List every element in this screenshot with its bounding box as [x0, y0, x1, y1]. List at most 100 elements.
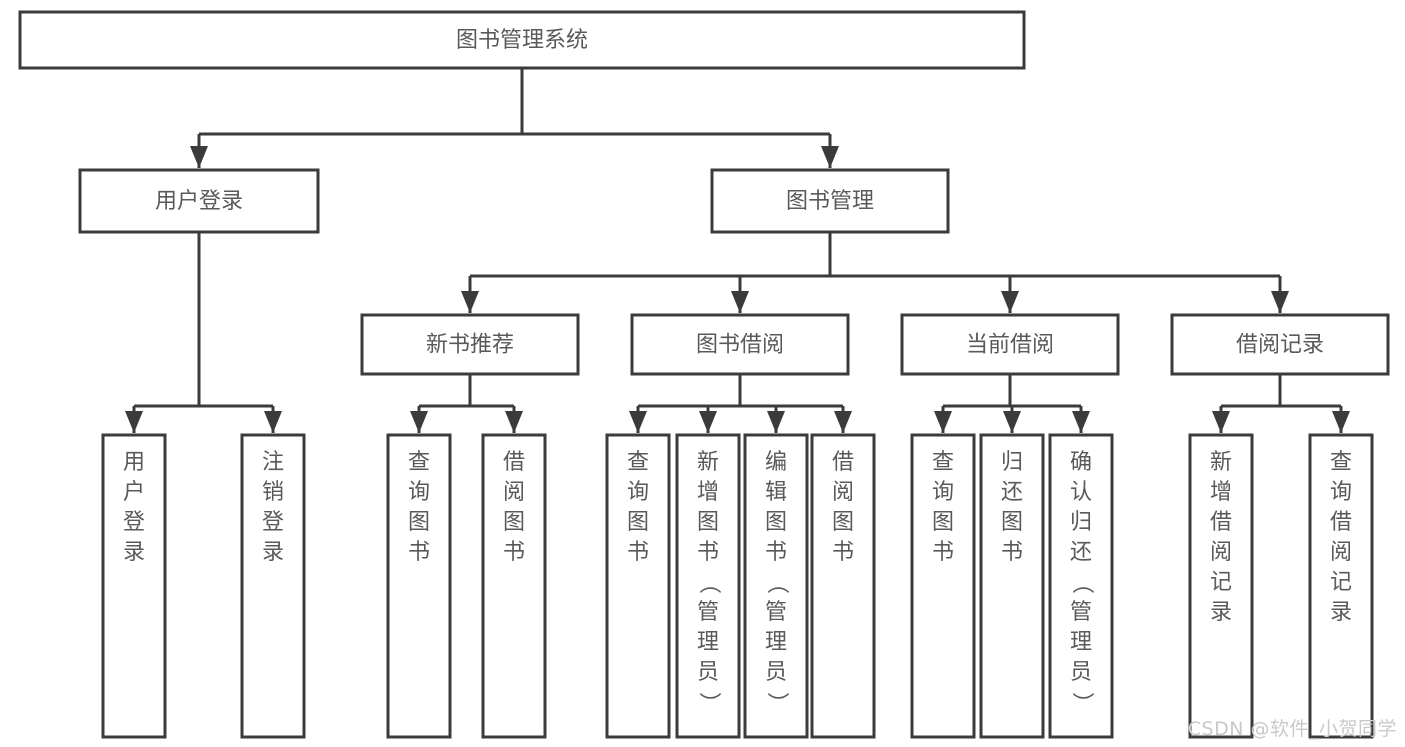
node-box: [675, 433, 741, 739]
node-label-char: 员: [1070, 660, 1092, 685]
node-label-char: 录: [1330, 600, 1352, 625]
node-label-char: 归: [1070, 510, 1092, 535]
level3-node-2[interactable]: 图书借阅: [630, 313, 850, 376]
node-label-char: 图: [408, 510, 430, 535]
node-label-char: 图: [503, 510, 525, 535]
root-node-book-management-system[interactable]: 图书管理系统: [18, 10, 1026, 70]
node-label-char: 书: [832, 540, 854, 565]
node-box: [240, 433, 306, 739]
node-box: [743, 433, 809, 739]
node-label-char: 还: [1001, 480, 1023, 505]
node-label-char: 辑: [765, 480, 787, 505]
arrow-head: [731, 291, 749, 313]
arrow-head: [1072, 411, 1090, 433]
node-box: [979, 433, 1045, 739]
arrow-head: [461, 291, 479, 313]
leaf-node-1[interactable]: 用户登录: [101, 433, 167, 739]
node-box: [18, 10, 1026, 70]
level2-node-1[interactable]: 用户登录: [78, 168, 320, 234]
arrow-head: [1212, 411, 1230, 433]
node-label-char: 图: [627, 510, 649, 535]
node-label-char: 认: [1070, 480, 1092, 505]
node-label-char: 新: [1210, 450, 1232, 475]
node-label-char: 借: [1330, 510, 1352, 535]
node-label-char: 借: [832, 450, 854, 475]
node-label-char: 阅: [1330, 540, 1352, 565]
arrow-head: [767, 411, 785, 433]
node-label: 用户登录: [155, 189, 243, 214]
node-label-char: 查: [627, 450, 649, 475]
connectors-layer: [125, 68, 1350, 433]
node-label-char: 借: [1210, 510, 1232, 535]
node-label-char: 图: [832, 510, 854, 535]
node-box: [1170, 313, 1390, 376]
node-label-char: 确: [1070, 450, 1092, 475]
arrow-head: [1003, 411, 1021, 433]
node-label-char: 查: [932, 450, 954, 475]
arrow-head: [834, 411, 852, 433]
node-label-char: 录: [123, 540, 145, 565]
node-label-char: 书: [503, 540, 525, 565]
node-box: [78, 168, 320, 234]
arrow-head: [410, 411, 428, 433]
node-label-char: 户: [123, 480, 145, 505]
node-label-char: ）: [764, 692, 789, 714]
arrow-head: [125, 411, 143, 433]
node-label-char: 记: [1210, 570, 1232, 595]
node-label-char: 录: [1210, 600, 1232, 625]
node-label-char: 员: [697, 660, 719, 685]
node-box: [1048, 433, 1114, 739]
arrow-head: [264, 411, 282, 433]
node-label-char: 登: [262, 510, 284, 535]
node-label-char: 借: [503, 450, 525, 475]
node-label-char: 询: [408, 480, 430, 505]
node-box: [101, 433, 167, 739]
node-box: [1188, 433, 1254, 739]
node-label-char: ）: [696, 692, 721, 714]
node-label-char: 阅: [503, 480, 525, 505]
node-label: 借阅记录: [1236, 333, 1324, 358]
node-label-char: 图: [765, 510, 787, 535]
node-label-char: 用: [123, 450, 145, 475]
node-label-char: 书: [408, 540, 430, 565]
node-label-char: 管: [697, 600, 719, 625]
node-box: [386, 433, 452, 739]
node-label-char: 管: [1070, 600, 1092, 625]
node-box: [605, 433, 671, 739]
nodes-layer: 图书管理系统用户登录图书管理新书推荐图书借阅当前借阅借阅记录用户登录注销登录查询…: [18, 10, 1390, 739]
node-label-char: 询: [1330, 480, 1352, 505]
level3-node-3[interactable]: 当前借阅: [900, 313, 1120, 376]
level2-node-2[interactable]: 图书管理: [710, 168, 950, 234]
node-label-char: 归: [1001, 450, 1023, 475]
arrow-head: [190, 146, 208, 168]
node-label-char: 增: [1210, 480, 1232, 505]
node-label-char: 员: [765, 660, 787, 685]
level3-node-4[interactable]: 借阅记录: [1170, 313, 1390, 376]
node-label-char: 图: [932, 510, 954, 535]
node-label-char: ）: [1069, 692, 1094, 714]
node-label-char: （: [1069, 572, 1094, 594]
arrow-head: [1001, 291, 1019, 313]
node-label-char: 查: [408, 450, 430, 475]
node-label-char: 书: [765, 540, 787, 565]
node-label-char: 登: [123, 510, 145, 535]
arrow-head: [699, 411, 717, 433]
node-label-char: 增: [697, 480, 719, 505]
arrow-head: [821, 146, 839, 168]
node-label-char: 销: [262, 480, 284, 505]
level3-node-1[interactable]: 新书推荐: [360, 313, 580, 376]
node-box: [810, 433, 876, 739]
